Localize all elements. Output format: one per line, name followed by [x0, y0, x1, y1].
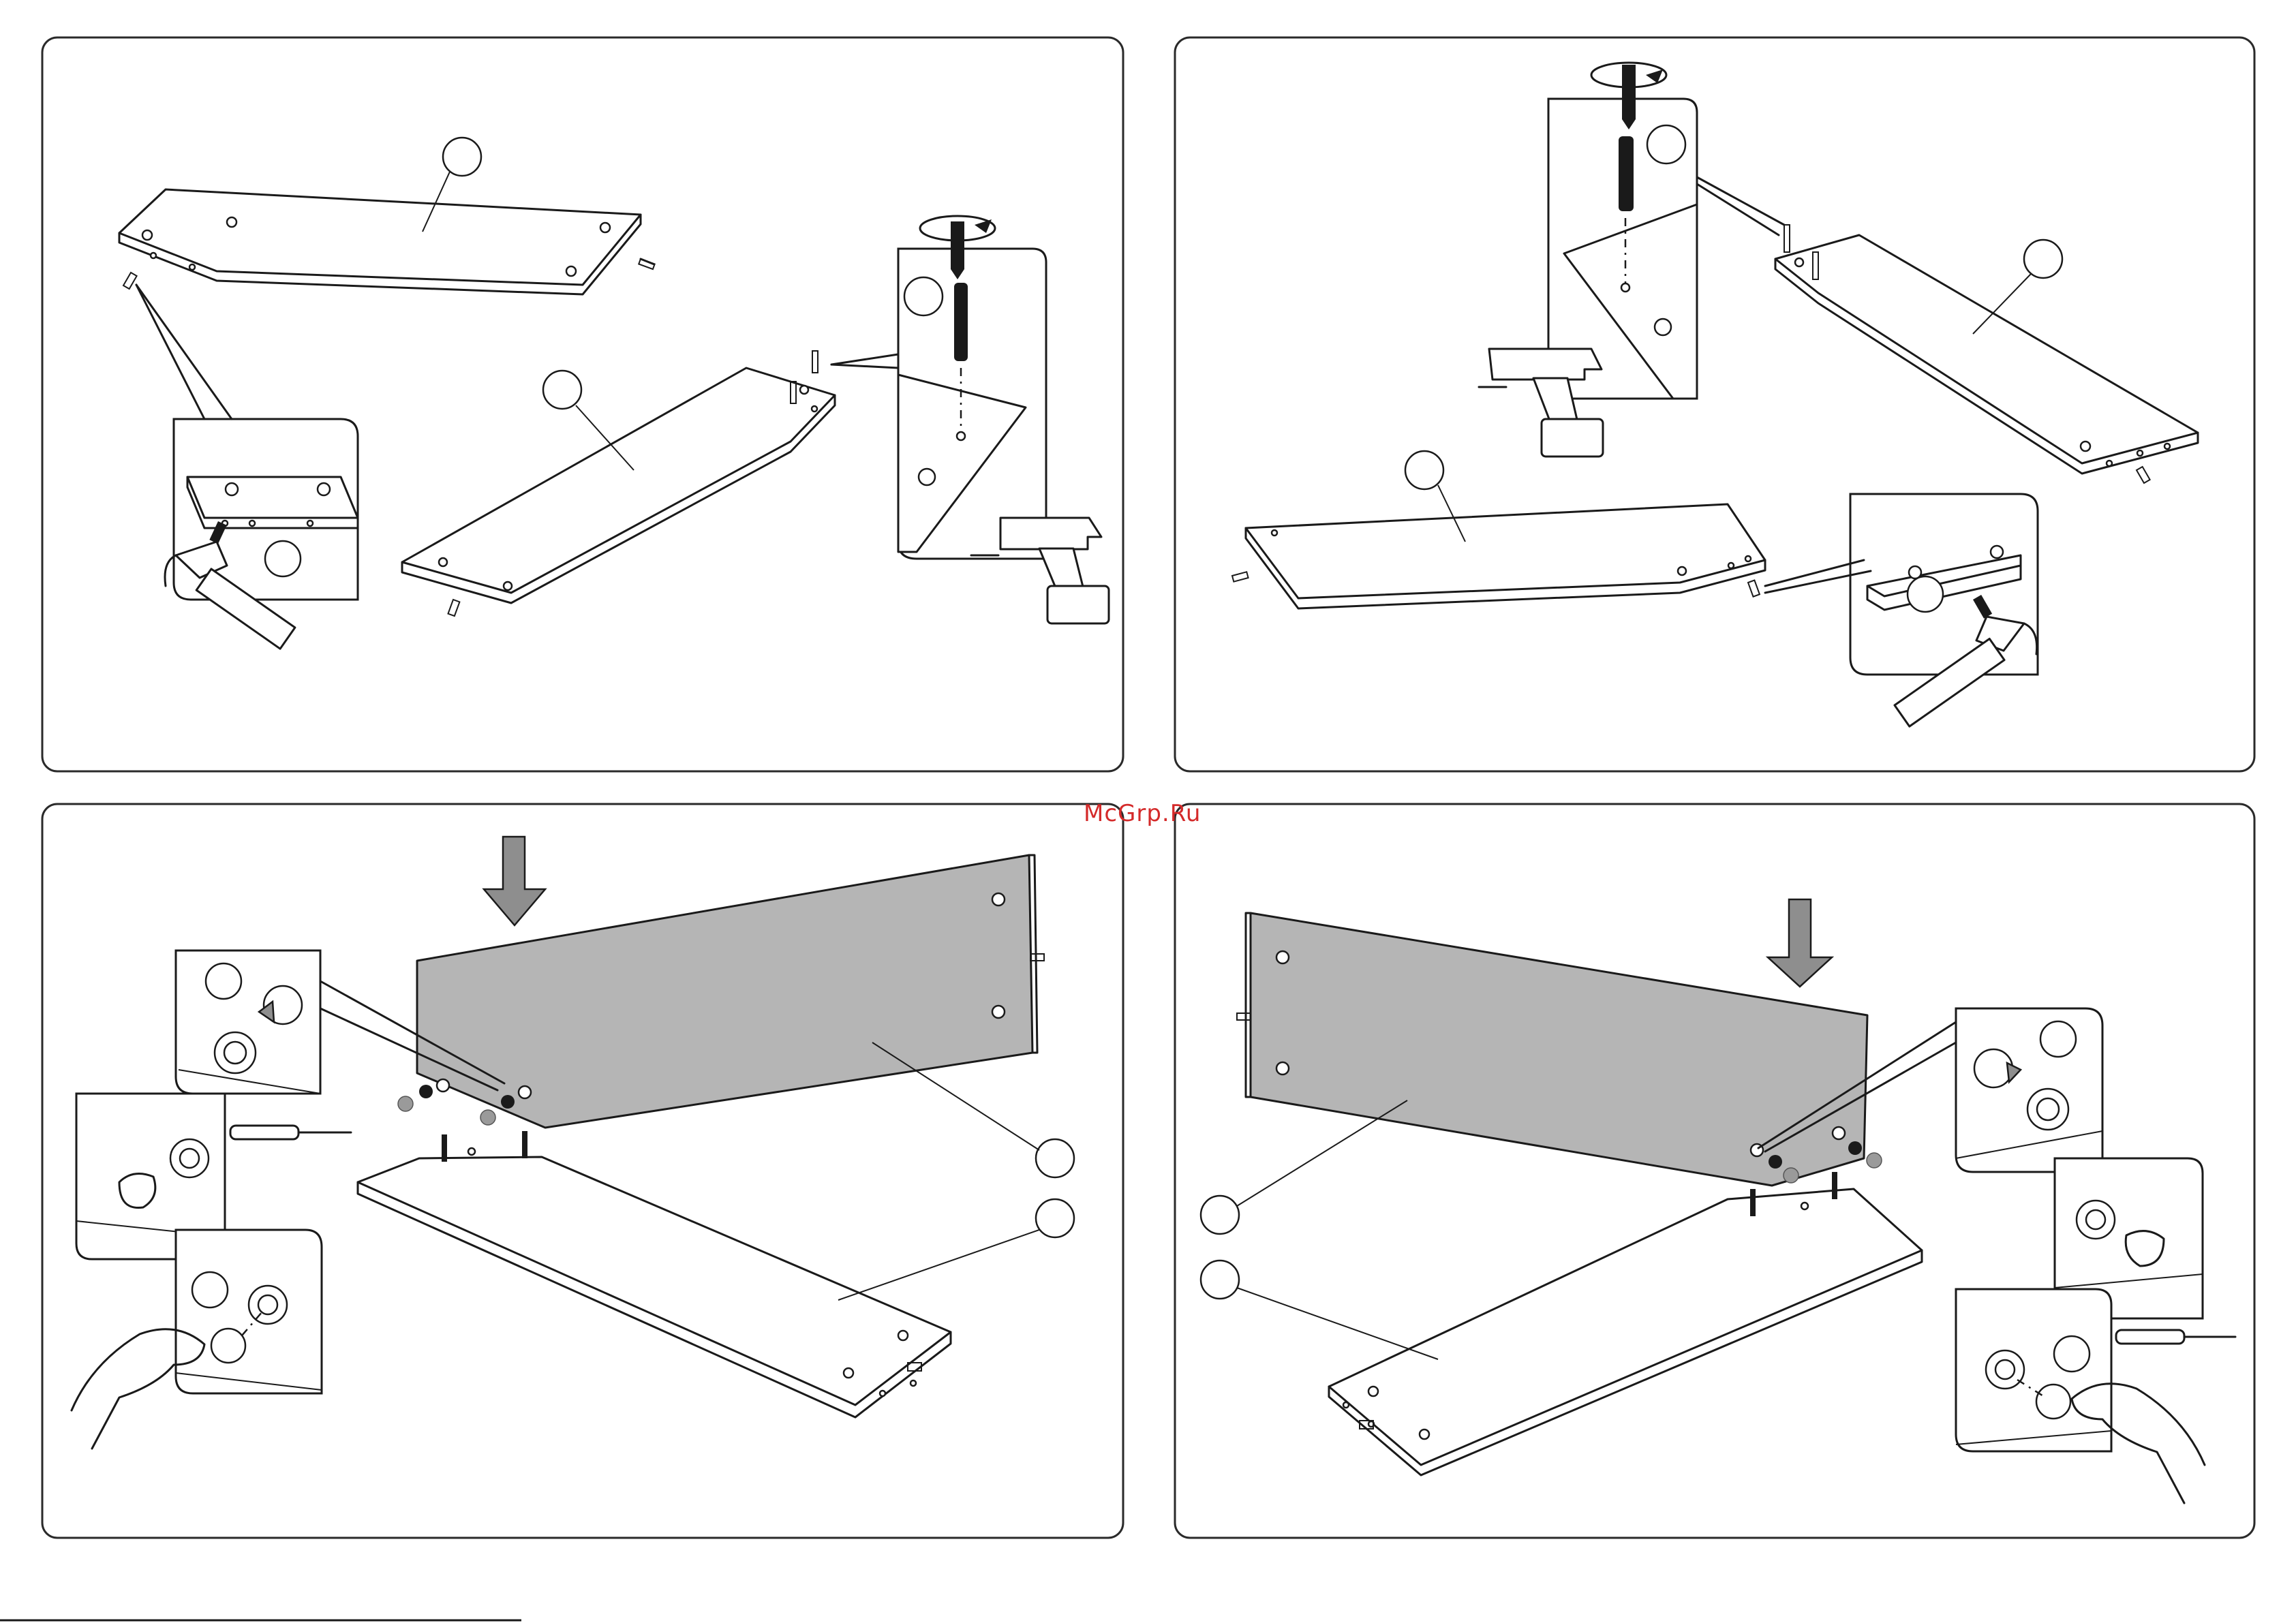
panel-bottom-left	[42, 804, 1123, 1538]
panel-top-left	[42, 37, 1123, 771]
cam-lock-icon	[2077, 1201, 2115, 1239]
cam-bolt-icon	[954, 283, 968, 361]
cam-lock-icon	[215, 1032, 256, 1073]
panel-top-right	[1175, 37, 2254, 771]
cam-bolt-icon	[1619, 136, 1634, 211]
cam-lock-icon	[249, 1286, 287, 1324]
cam-lock-icon	[170, 1139, 209, 1177]
cam-lock-icon	[1986, 1350, 2024, 1389]
watermark-text: McGrp.Ru	[1084, 800, 1201, 827]
panel-bottom-right	[1175, 804, 2254, 1538]
cam-lock-icon	[2027, 1089, 2068, 1130]
